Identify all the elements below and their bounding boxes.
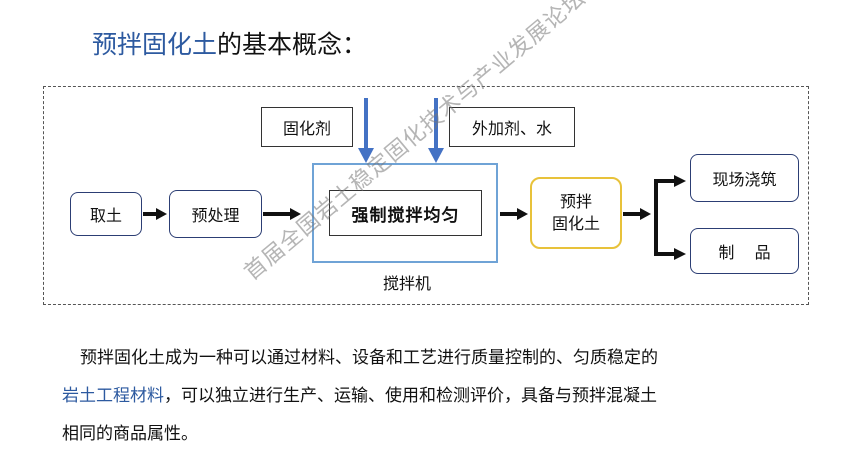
blue-arrow-admixture: [428, 98, 444, 163]
arrow-product-to-split: [623, 208, 651, 220]
node-output-cast: 现场浇筑: [690, 154, 799, 202]
arrow-pretreat-to-mixer: [263, 208, 301, 220]
title-rest: 的基本概念：: [217, 30, 368, 59]
node-fixative-label: 固化剂: [282, 119, 331, 138]
diagram-frame: [43, 86, 809, 305]
split-bracket: [654, 175, 686, 260]
node-fixative: 固化剂: [261, 107, 353, 147]
paragraph-line-1-text: 预拌固化土成为一种可以通过材料、设备和工艺进行质量控制的、匀质稳定的: [80, 348, 658, 368]
paragraph-line-1: 预拌固化土成为一种可以通过材料、设备和工艺进行质量控制的、匀质稳定的: [62, 342, 822, 375]
node-mixing-process-label: 强制搅拌均匀: [351, 205, 460, 226]
arrow-source-to-pretreat: [143, 208, 167, 220]
mixer-label: 搅拌机: [383, 274, 432, 293]
node-source: 取土: [70, 192, 142, 236]
page-title: 预拌固化土的基本概念：: [92, 28, 367, 62]
node-output-products-label: 制 品: [718, 243, 771, 262]
paragraph-line-3: 相同的商品属性。: [62, 418, 822, 451]
node-product-line1: 预拌: [559, 192, 592, 211]
node-mixing-process: 强制搅拌均匀: [329, 190, 482, 236]
node-source-label: 取土: [89, 206, 122, 225]
node-pretreat: 预处理: [169, 190, 262, 238]
paragraph-highlight: 岩土工程材料: [62, 386, 164, 406]
node-product: 预拌 固化土: [530, 177, 622, 249]
node-output-products: 制 品: [690, 228, 799, 274]
node-output-cast-label: 现场浇筑: [712, 170, 777, 189]
arrow-mixer-to-product: [500, 208, 528, 220]
paragraph-line-3-text: 相同的商品属性。: [62, 424, 198, 444]
title-highlight: 预拌固化土: [92, 30, 218, 59]
node-pretreat-label: 预处理: [191, 206, 240, 225]
node-admixture: 外加剂、水: [449, 107, 575, 147]
paragraph-line-2-rest: ，可以独立进行生产、运输、使用和检测评价，具备与预拌混凝土: [164, 386, 657, 406]
blue-arrow-fixative: [358, 98, 374, 163]
node-product-line2: 固化土: [551, 214, 600, 233]
paragraph-line-2: 岩土工程材料，可以独立进行生产、运输、使用和检测评价，具备与预拌混凝土: [62, 380, 822, 413]
node-admixture-label: 外加剂、水: [471, 119, 552, 138]
